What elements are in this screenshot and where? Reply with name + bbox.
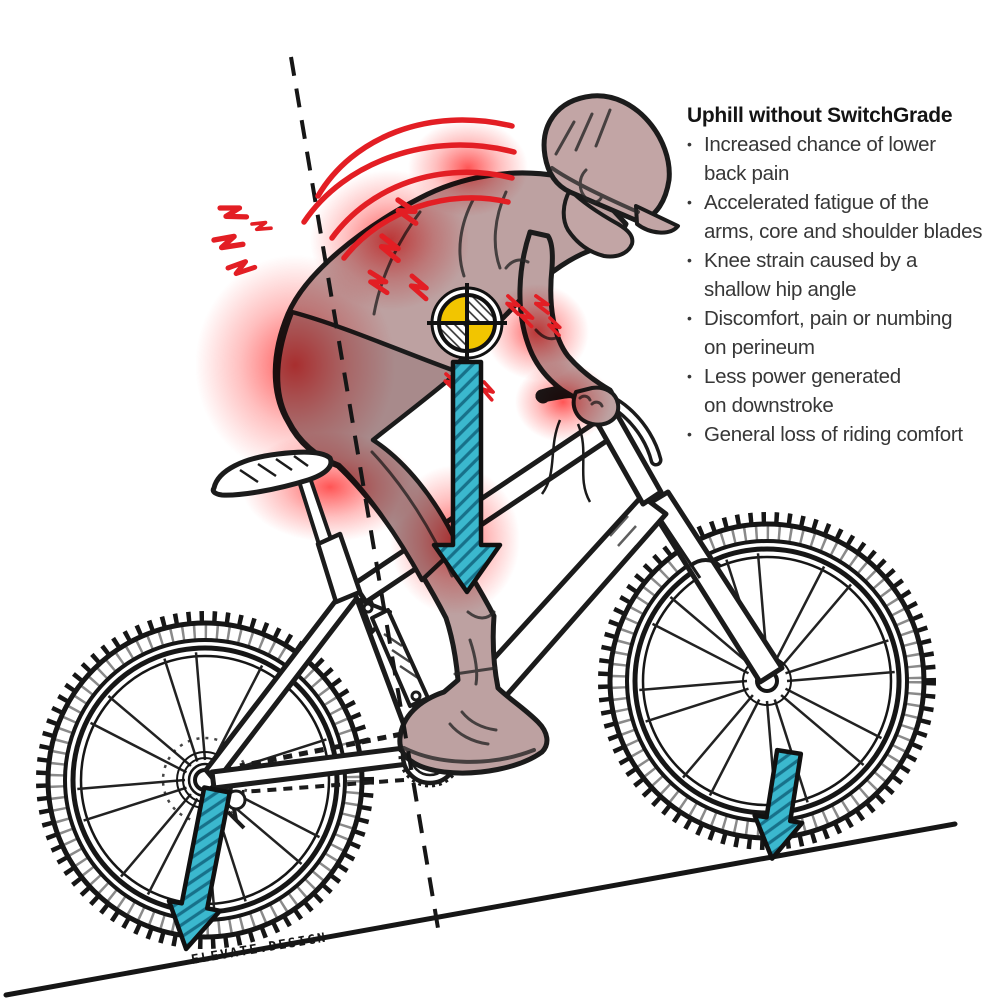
bullet-dot: • [687,252,692,268]
bullet-line: Less power generated [704,365,901,388]
info-panel: Uphill without SwitchGrade • Increased c… [687,101,989,449]
saddle-seatpost [210,449,363,605]
ground-line [3,821,958,998]
bullet-item: • Knee strain caused by a shallow hip ang… [687,246,989,304]
front-wheel-force-arrow [752,747,805,861]
center-of-mass-icon [427,283,507,363]
bullet-line: arms, core and shoulder blades [704,220,983,243]
bullet-line: on downstroke [704,394,834,417]
bullet-item: • Increased chance of lower back pain [687,130,989,188]
bullet-dot: • [687,368,692,384]
gravity-arrow [431,359,503,595]
bullet-dot: • [687,194,692,210]
bullet-dot: • [687,136,692,152]
bullet-item: • Discomfort, pain or numbing on perineum [687,304,989,362]
bullet-line: Increased chance of lower [704,133,936,156]
bullet-dot: • [687,426,692,442]
bullet-line: back pain [704,162,790,185]
bullet-line: Discomfort, pain or numbing [704,307,953,330]
front-wheel [598,512,936,850]
seat-angle-dashed-line [289,56,442,941]
bullet-item: • General loss of riding comfort [687,420,989,449]
bullet-dot: • [687,310,692,326]
vibration-arcs [301,117,517,261]
bullet-line: shallow hip angle [704,278,857,301]
rider-face [561,188,635,259]
bullet-line: on perineum [704,336,815,359]
bullet-item: • Accelerated fatigue of the arms, core a… [687,188,989,246]
helmet-visor [634,204,680,235]
bullet-line: Accelerated fatigue of the [704,191,929,214]
bullet-line: General loss of riding comfort [704,423,963,446]
panel-title: Uphill without SwitchGrade [687,104,953,127]
rear-wheel-force-arrow [166,785,233,952]
bullet-list: • Increased chance of lower back pain • A… [687,130,989,449]
bullet-item: • Less power generated on downstroke [687,362,989,420]
bullet-line: Knee strain caused by a [704,249,918,272]
